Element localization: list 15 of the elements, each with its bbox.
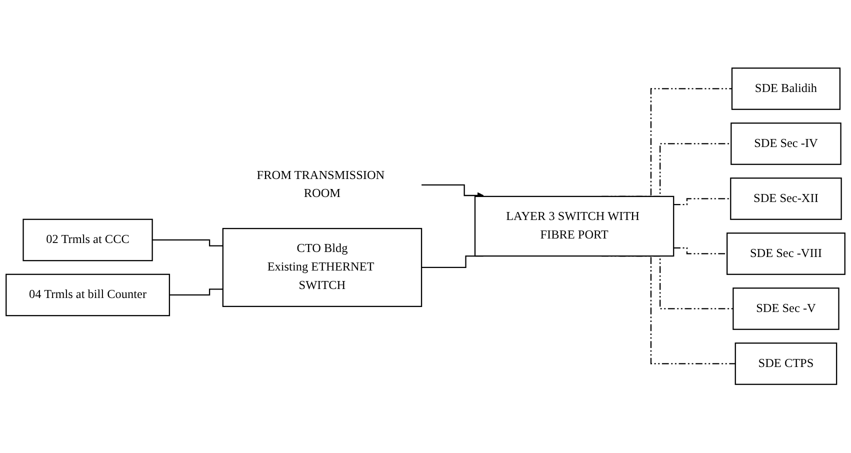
node-box: CTO Bldg Existing ETHERNET SWITCH xyxy=(222,228,422,308)
connector xyxy=(674,198,731,206)
connector xyxy=(674,248,728,255)
node-box: SDE Balidih xyxy=(731,68,841,110)
connector xyxy=(169,288,223,296)
node-box: SDE Sec -IV xyxy=(730,122,842,166)
node-box: 04 Trmls at bill Counter xyxy=(6,274,170,316)
node-text: FROM TRANSMISSION ROOM xyxy=(256,169,385,201)
node-box: SDE CTPS xyxy=(734,342,838,386)
node-box: 02 Trmls at CCC xyxy=(22,219,153,262)
connector xyxy=(152,240,223,247)
node-box: LAYER 3 SWITCH WITH FIBRE PORT xyxy=(474,196,674,257)
node-box: SDE Sec-XII xyxy=(730,178,842,220)
node-box: SDE Sec -VIII xyxy=(726,232,846,276)
node-box: SDE Sec -V xyxy=(732,288,840,330)
